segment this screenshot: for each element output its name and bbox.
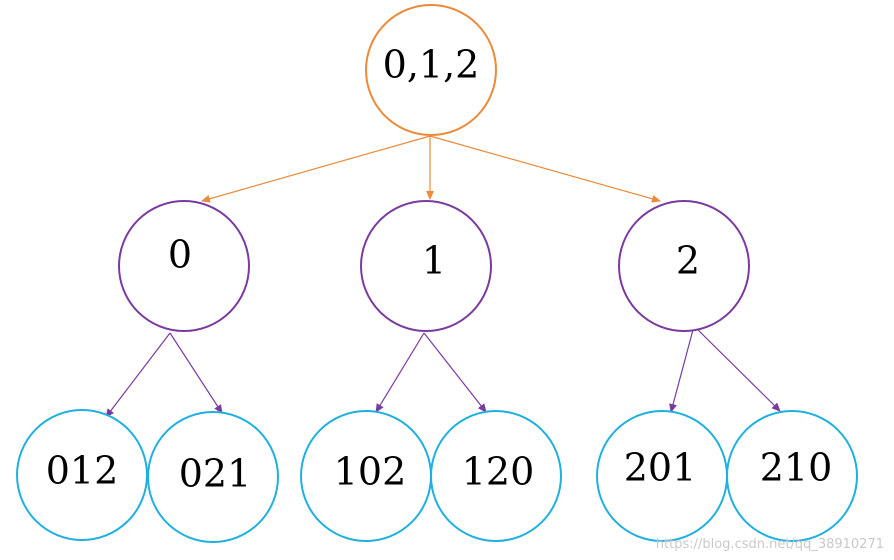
- level2-node-120: 120: [430, 410, 562, 542]
- root-node: 0,1,2: [365, 4, 497, 136]
- level2-node-012: 012: [16, 409, 148, 541]
- edge-2-to-201: [669, 325, 695, 413]
- level2-node-label: 012: [46, 449, 119, 493]
- level2-node-021: 021: [147, 411, 279, 543]
- level2-node-102: 102: [300, 410, 432, 542]
- level1-node-circle: [360, 200, 492, 332]
- level1-node-1: 1: [360, 200, 492, 332]
- level2-node-label: 210: [760, 446, 833, 490]
- level2-node-label: 201: [624, 446, 697, 490]
- root-node-label: 0,1,2: [383, 43, 480, 87]
- level1-node-0: 0: [118, 200, 250, 332]
- watermark-text: https://blog.csdn.net/qq_38910271: [656, 537, 884, 552]
- edge-0-to-021: [169, 332, 223, 414]
- level2-node-circle: [430, 410, 562, 542]
- level2-node-circle: [726, 410, 858, 542]
- level2-node-label: 120: [462, 450, 535, 494]
- level1-node-circle: [118, 200, 250, 332]
- level1-node-circle: [618, 200, 750, 332]
- level1-node-label: 0: [168, 233, 192, 277]
- level2-node-210: 210: [726, 410, 858, 542]
- edge-root-to-0: [201, 135, 431, 203]
- root-node-circle: [365, 4, 497, 136]
- level1-node-2: 2: [618, 200, 750, 332]
- level2-node-circle: [16, 409, 148, 541]
- level2-node-201: 201: [596, 410, 728, 542]
- edge-0-to-012: [105, 332, 171, 418]
- edge-2-to-210: [693, 325, 781, 412]
- level1-node-label: 2: [676, 239, 700, 283]
- edge-1-to-120: [423, 332, 487, 413]
- level2-node-circle: [147, 411, 279, 543]
- edge-1-to-102: [375, 332, 425, 413]
- level2-node-label: 021: [179, 452, 252, 496]
- edge-root-to-2: [429, 135, 661, 203]
- level2-node-label: 102: [334, 450, 407, 494]
- level1-node-label: 1: [422, 239, 446, 283]
